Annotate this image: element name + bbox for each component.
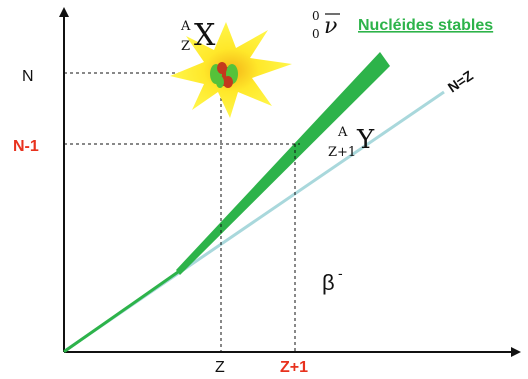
beta-superscript: - — [338, 265, 343, 281]
beta-symbol: β — [322, 270, 335, 295]
beta-minus-label: β - — [322, 265, 343, 295]
daughter-atomic-number: Z+1 — [328, 145, 356, 160]
decay-burst-icon — [170, 22, 292, 118]
antineutrino-atomic-number: 0 — [312, 27, 320, 41]
daughter-nucleus-label: A Z+1 Y — [328, 125, 375, 160]
n-equals-z-label: N=Z — [445, 67, 477, 96]
antineutrino-label: 0 0 ν — [312, 9, 340, 41]
stable-band-low-segment — [63, 270, 180, 353]
x-tick-z: Z — [215, 359, 225, 376]
antineutrino-symbol: ν — [324, 14, 337, 39]
stable-nuclides-band — [176, 52, 390, 275]
parent-symbol: X — [194, 18, 216, 53]
daughter-symbol: Y — [356, 125, 375, 155]
y-tick-n-minus-1: N-1 — [13, 138, 39, 155]
y-tick-n: N — [22, 68, 34, 85]
x-tick-z-plus-1: Z+1 — [280, 359, 308, 376]
daughter-mass-number: A — [337, 125, 348, 140]
parent-atomic-number: Z — [181, 39, 190, 54]
parent-nucleus-label: A Z X — [180, 18, 216, 54]
antineutrino-mass-number: 0 — [312, 9, 320, 23]
nucleus-icon — [210, 62, 238, 88]
stable-nuclides-label: Nucléides stables — [358, 17, 493, 34]
parent-mass-number: A — [180, 19, 191, 34]
